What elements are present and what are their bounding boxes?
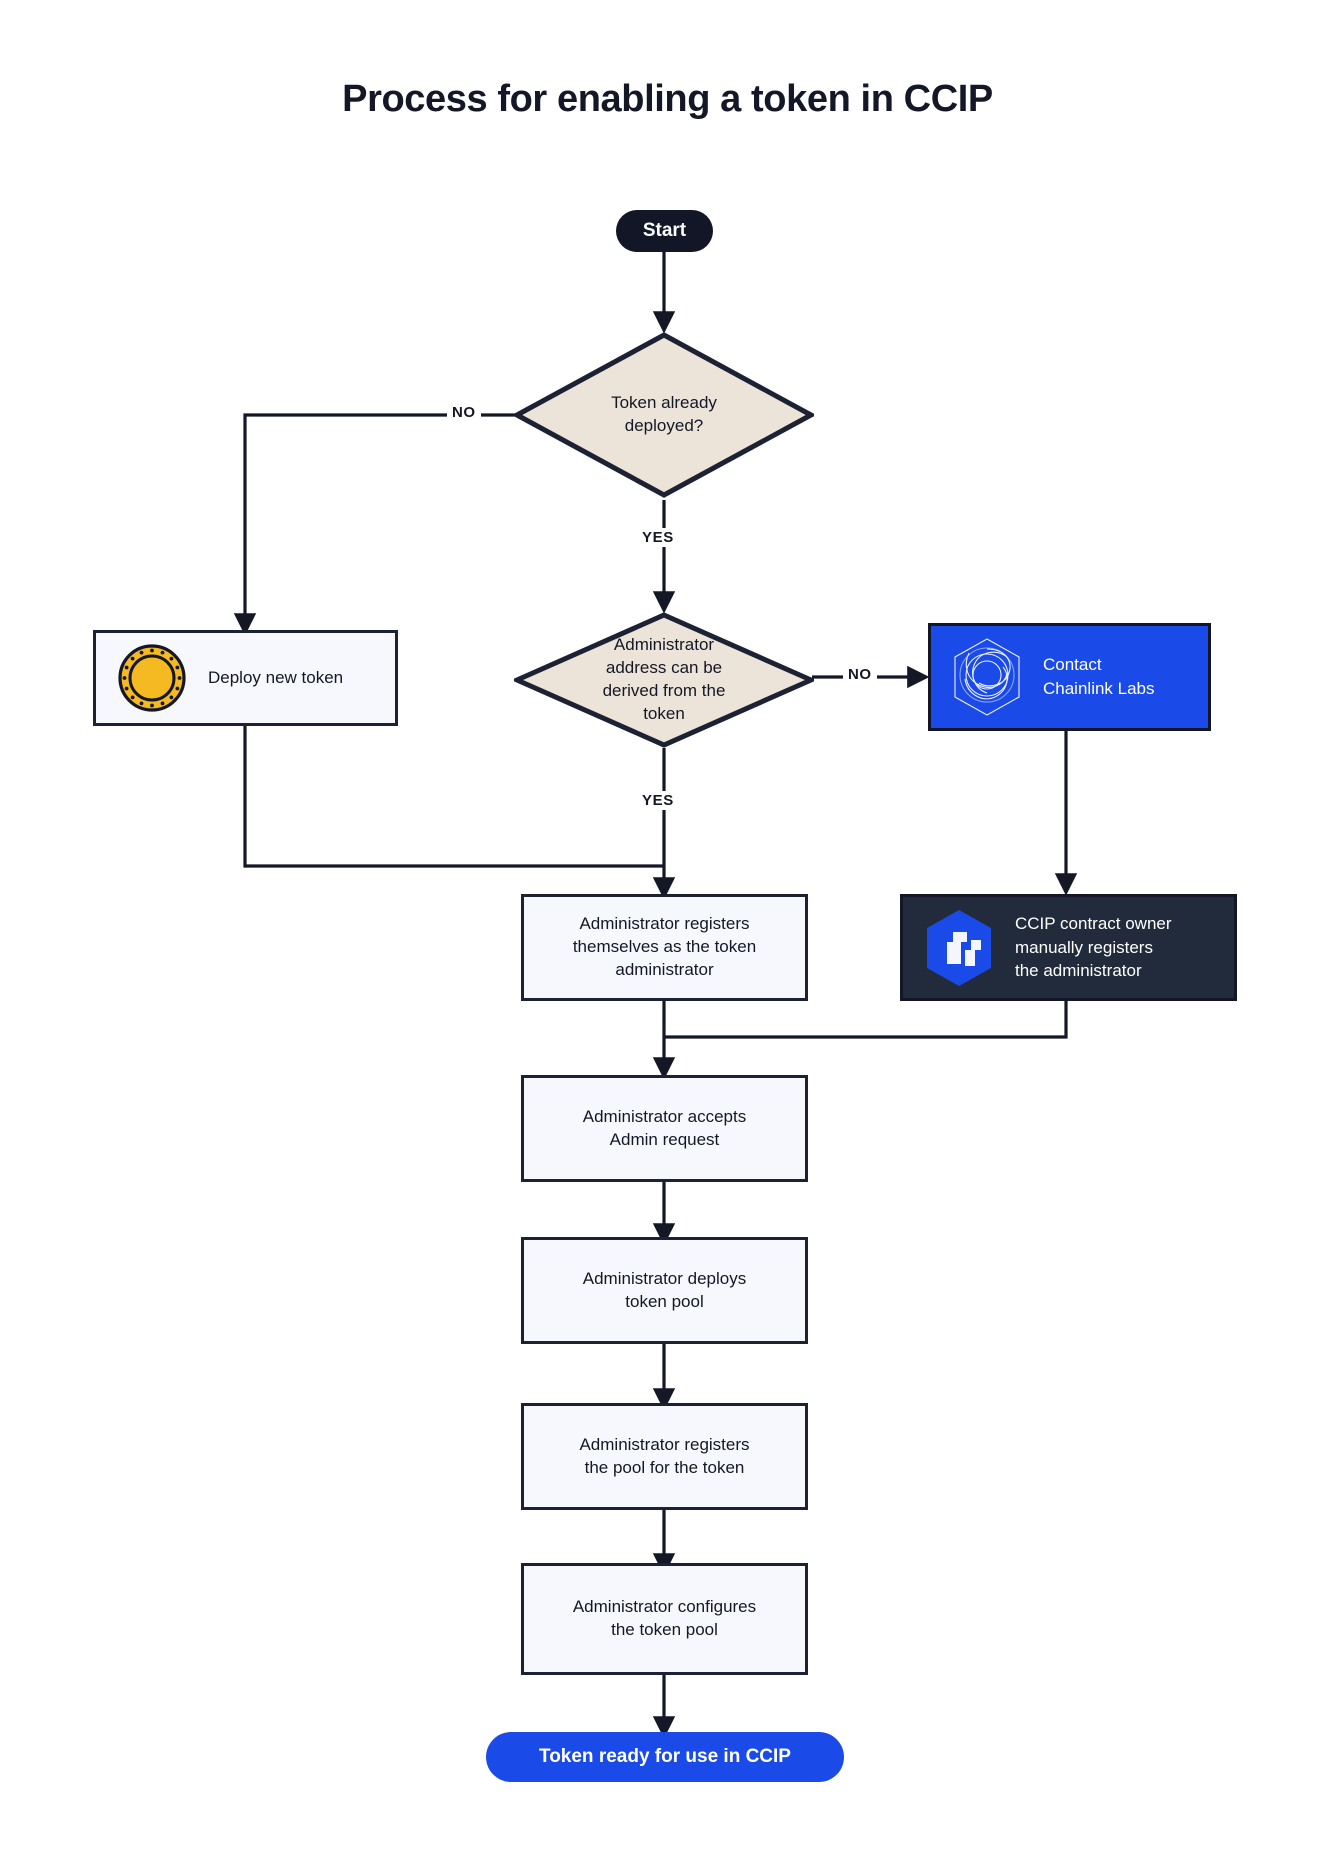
node-admin-registers-self-label: Administrator registers themselves as th… — [572, 914, 757, 979]
node-admin-accepts-request[interactable]: Administrator accepts Admin request — [521, 1075, 808, 1182]
node-admin-deploys-pool-label: Administrator deploys token pool — [582, 1268, 747, 1311]
node-decision-admin-derived-label: Administrator address can be derived fro… — [602, 635, 726, 723]
node-admin-configures-pool-label: Administrator configures the token pool — [572, 1597, 757, 1639]
node-decision-token-deployed-label: Token already deployed? — [611, 393, 717, 435]
node-admin-registers-pool[interactable]: Administrator registers the pool for the… — [521, 1403, 808, 1510]
node-decision-token-deployed[interactable]: Token already deployed? — [514, 332, 814, 498]
ccip-hex-icon — [903, 908, 1015, 988]
edge-decision1-no-to-deploy — [233, 413, 517, 636]
node-deploy-new-token-label: Deploy new token — [208, 667, 344, 687]
node-ccip-owner-registers-label: CCIP contract owner manually registers t… — [1015, 913, 1172, 981]
page-title: Process for enabling a token in CCIP — [342, 78, 993, 120]
node-start[interactable]: Start — [616, 210, 713, 252]
diamond-shape — [514, 332, 814, 498]
edge-label-no-token-deployed: NO — [447, 403, 481, 422]
gold-coin-icon — [96, 643, 208, 713]
chainlink-spiral-hex-icon — [931, 635, 1043, 719]
node-contact-chainlink-labs[interactable]: Contact Chainlink Labs — [928, 623, 1211, 731]
node-deploy-new-token[interactable]: Deploy new token — [93, 630, 398, 726]
diamond-shape — [514, 612, 814, 748]
edge-label-yes-token-deployed: YES — [637, 528, 679, 547]
node-contact-chainlink-labs-label: Contact Chainlink Labs — [1043, 655, 1155, 698]
node-end[interactable]: Token ready for use in CCIP — [486, 1732, 844, 1782]
edge-ccipowner-to-trunk — [664, 1001, 1068, 1039]
edge-label-yes-admin-derived: YES — [637, 791, 679, 810]
node-decision-admin-derived[interactable]: Administrator address can be derived fro… — [514, 612, 814, 748]
node-admin-configures-pool[interactable]: Administrator configures the token pool — [521, 1563, 808, 1675]
node-admin-accepts-request-label: Administrator accepts Admin request — [582, 1106, 747, 1149]
node-admin-deploys-pool[interactable]: Administrator deploys token pool — [521, 1237, 808, 1344]
node-start-label: Start — [642, 220, 687, 241]
node-ccip-owner-registers[interactable]: CCIP contract owner manually registers t… — [900, 894, 1237, 1001]
edge-label-no-admin-derived: NO — [843, 665, 877, 684]
node-admin-registers-self[interactable]: Administrator registers themselves as th… — [521, 894, 808, 1001]
node-end-label: Token ready for use in CCIP — [539, 1746, 791, 1767]
node-admin-registers-pool-label: Administrator registers the pool for the… — [579, 1434, 750, 1477]
